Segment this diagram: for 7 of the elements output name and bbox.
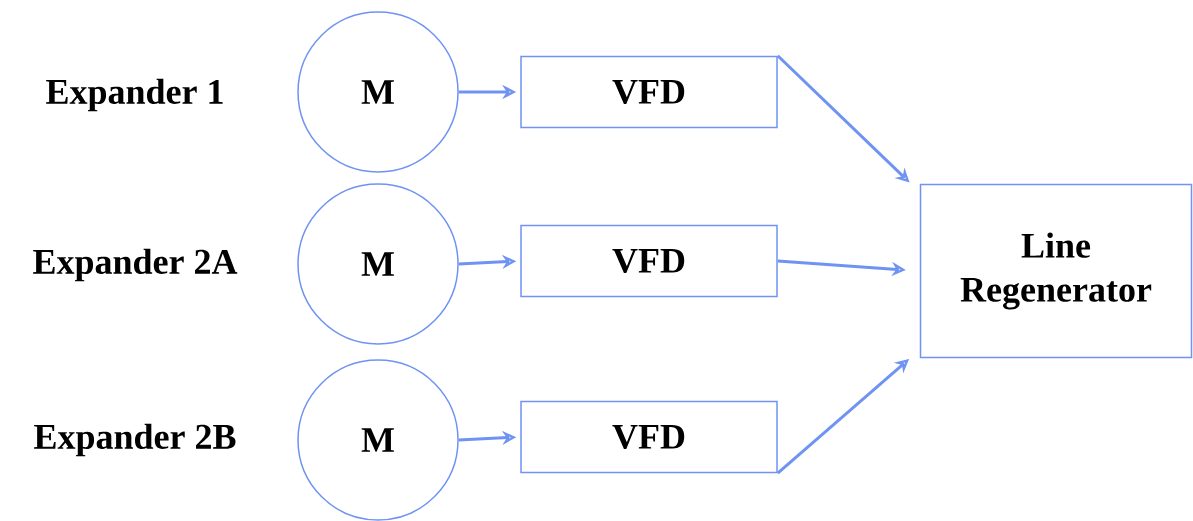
drive-box: VFD: [520, 400, 778, 474]
drive-box: VFD: [520, 55, 778, 129]
row-label: Expander 1: [46, 78, 223, 112]
row-label: Expander 2B: [34, 423, 236, 457]
row-label: Expander 2A: [33, 248, 238, 282]
regenerator-box: Line Regenerator: [919, 183, 1193, 359]
drive-box: VFD: [520, 224, 778, 298]
